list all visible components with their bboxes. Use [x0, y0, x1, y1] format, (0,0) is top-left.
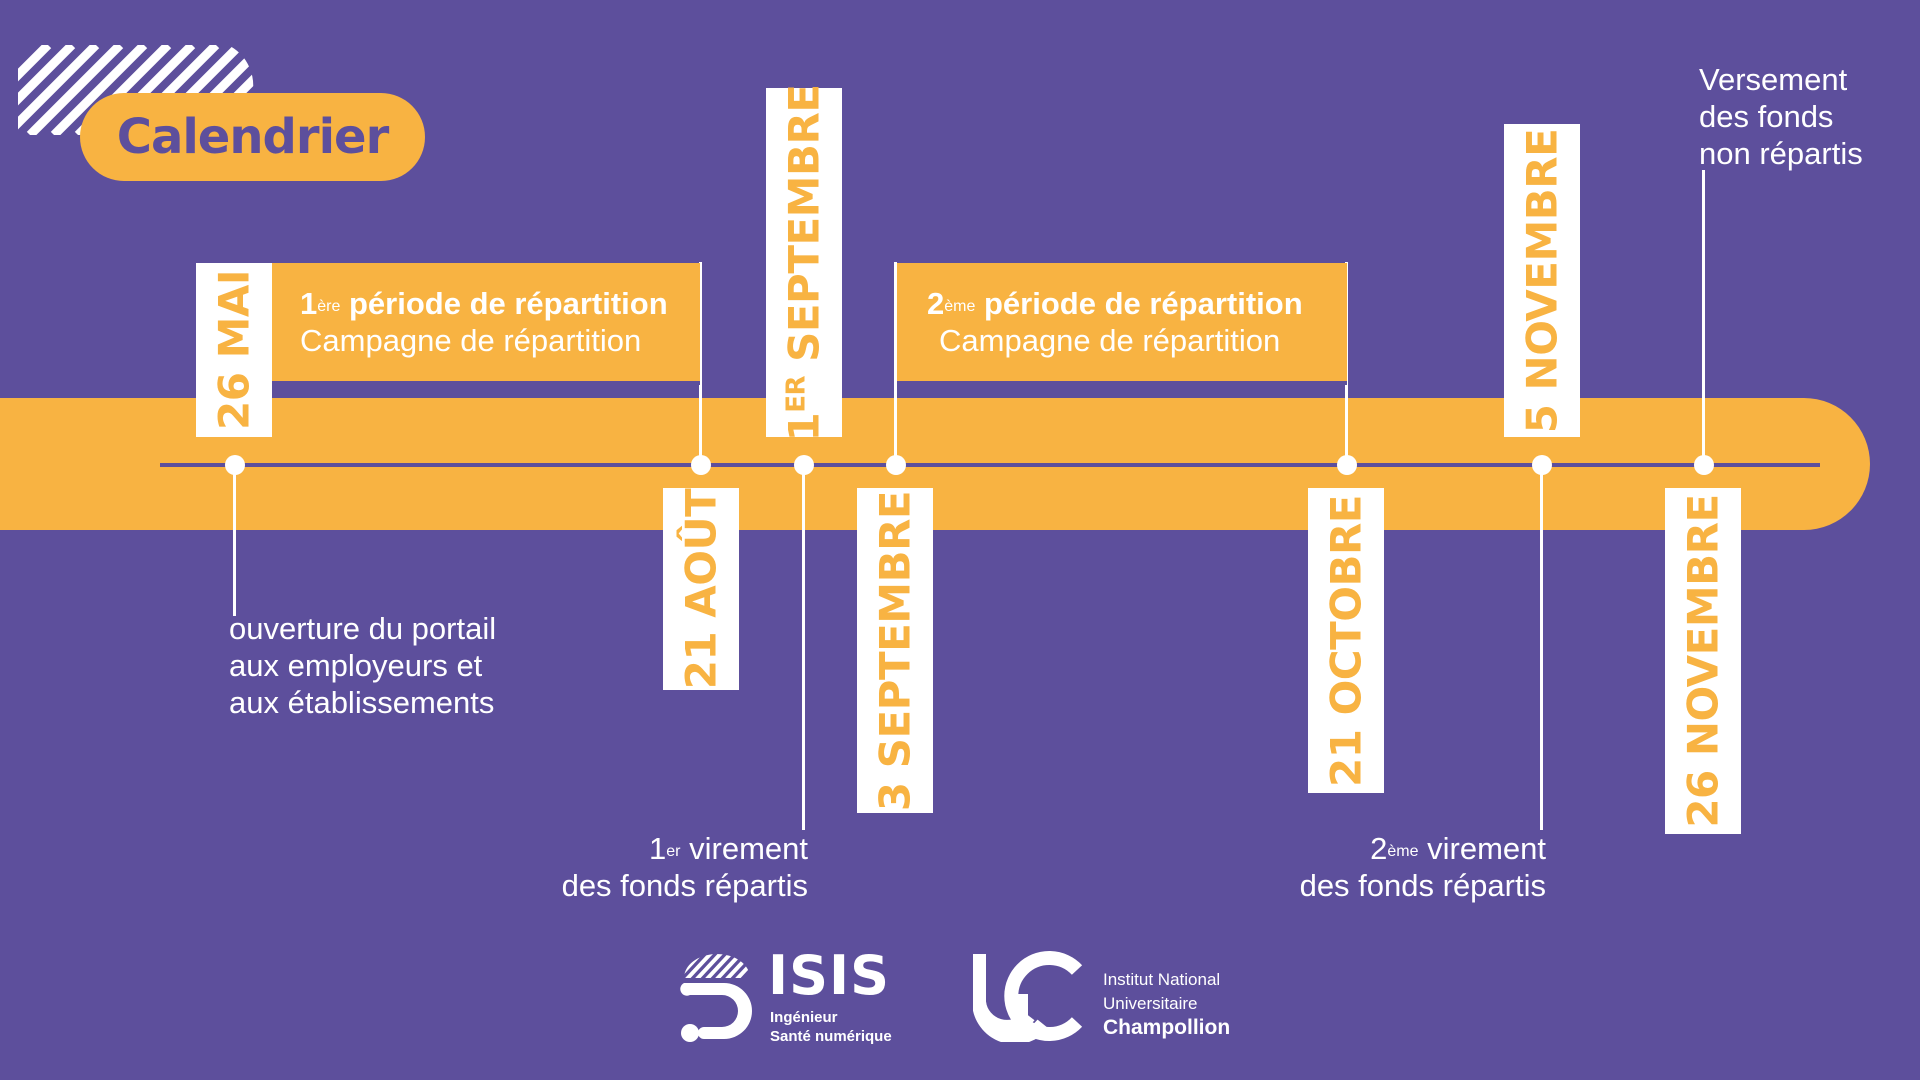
- connector-26-novembre: [1702, 170, 1705, 462]
- event-transfer-2: 2ème virement des fonds répartis: [1218, 830, 1546, 904]
- date-box-5-novembre: 5 NOVEMBRE: [1504, 124, 1580, 437]
- period-1-heading: 1ère période de répartition: [300, 286, 668, 321]
- connector-26-mai: [233, 474, 236, 616]
- uc-logo-line-1: Institut National: [1103, 970, 1221, 989]
- isis-logo-line-1: Ingénieur: [770, 1009, 838, 1026]
- title-pill: Calendrier: [80, 93, 425, 181]
- event-opening-line-3: aux établissements: [229, 685, 495, 720]
- event-transfer-1-line-2: des fonds répartis: [561, 868, 808, 903]
- timeline-dot-26-novembre: [1694, 455, 1714, 475]
- period-2-subtitle: Campagne de répartition: [939, 323, 1281, 358]
- connector-21-aout: [699, 262, 702, 462]
- event-final-line-1: Versement: [1699, 62, 1848, 97]
- date-box-21-octobre: 21 OCTOBRE: [1308, 488, 1384, 793]
- date-label-1er-septembre: 1ER SEPTEMBRE: [779, 83, 829, 442]
- date-box-21-aout: 21 AOÛT: [663, 488, 739, 690]
- event-final-line-3: non répartis: [1699, 136, 1863, 171]
- event-transfer-2-line-2: des fonds répartis: [1299, 868, 1546, 903]
- date-label-26-mai: 26 MAI: [209, 270, 259, 430]
- period-2-box: 2ème période de répartition Campagne de …: [897, 263, 1347, 381]
- date-box-26-novembre: 26 NOVEMBRE: [1665, 488, 1741, 834]
- period-2-heading: 2ème période de répartition: [927, 286, 1303, 321]
- isis-logo: ISIS Ingénieur Santé numérique: [676, 944, 906, 1045]
- date-box-1er-septembre: 1ER SEPTEMBRE: [766, 84, 842, 441]
- timeline-dot-3-septembre: [886, 455, 906, 475]
- connector-5-novembre: [1540, 474, 1543, 830]
- connector-1er-septembre: [802, 474, 805, 830]
- uc-logo-mark: [973, 951, 1083, 1042]
- uc-logo-line-3: Champollion: [1103, 1016, 1231, 1039]
- date-box-3-septembre: 3 SEPTEMBRE: [857, 488, 933, 813]
- event-final: Versement des fonds non répartis: [1699, 61, 1909, 172]
- date-label-5-novembre: 5 NOVEMBRE: [1517, 128, 1567, 433]
- timeline-dot-26-mai: [225, 455, 245, 475]
- event-transfer-1: 1er virement des fonds répartis: [480, 830, 808, 904]
- timeline-dot-21-octobre: [1337, 455, 1357, 475]
- event-opening-line-2: aux employeurs et: [229, 648, 483, 683]
- uc-logo: Institut National Universitaire Champoll…: [973, 950, 1263, 1045]
- date-label-26-novembre: 26 NOVEMBRE: [1678, 494, 1728, 828]
- event-transfer-1-line-1: 1er virement: [649, 831, 808, 866]
- date-box-26-mai: 26 MAI: [196, 263, 272, 437]
- uc-logo-line-2: Universitaire: [1103, 994, 1198, 1013]
- timeline-dot-5-novembre: [1532, 455, 1552, 475]
- isis-logo-name: ISIS: [768, 944, 890, 1007]
- date-label-21-octobre: 21 OCTOBRE: [1321, 494, 1371, 787]
- connector-3-septembre: [894, 262, 897, 462]
- page-title: Calendrier: [116, 109, 390, 165]
- event-opening-line-1: ouverture du portail: [229, 611, 497, 646]
- timeline-dot-21-aout: [691, 455, 711, 475]
- event-opening: ouverture du portail aux employeurs et a…: [229, 610, 549, 721]
- date-label-3-septembre: 3 SEPTEMBRE: [870, 490, 920, 811]
- isis-logo-mark: [680, 953, 752, 1042]
- timeline-axis: [160, 463, 1820, 467]
- event-transfer-2-line-1: 2ème virement: [1370, 831, 1546, 866]
- period-1-subtitle: Campagne de répartition: [300, 323, 642, 358]
- timeline-dot-1er-septembre: [794, 455, 814, 475]
- period-1-box: 1ère période de répartition Campagne de …: [270, 263, 700, 381]
- isis-logo-line-2: Santé numérique: [770, 1028, 892, 1045]
- date-label-21-aout: 21 AOÛT: [676, 488, 726, 690]
- event-final-line-2: des fonds: [1699, 99, 1834, 134]
